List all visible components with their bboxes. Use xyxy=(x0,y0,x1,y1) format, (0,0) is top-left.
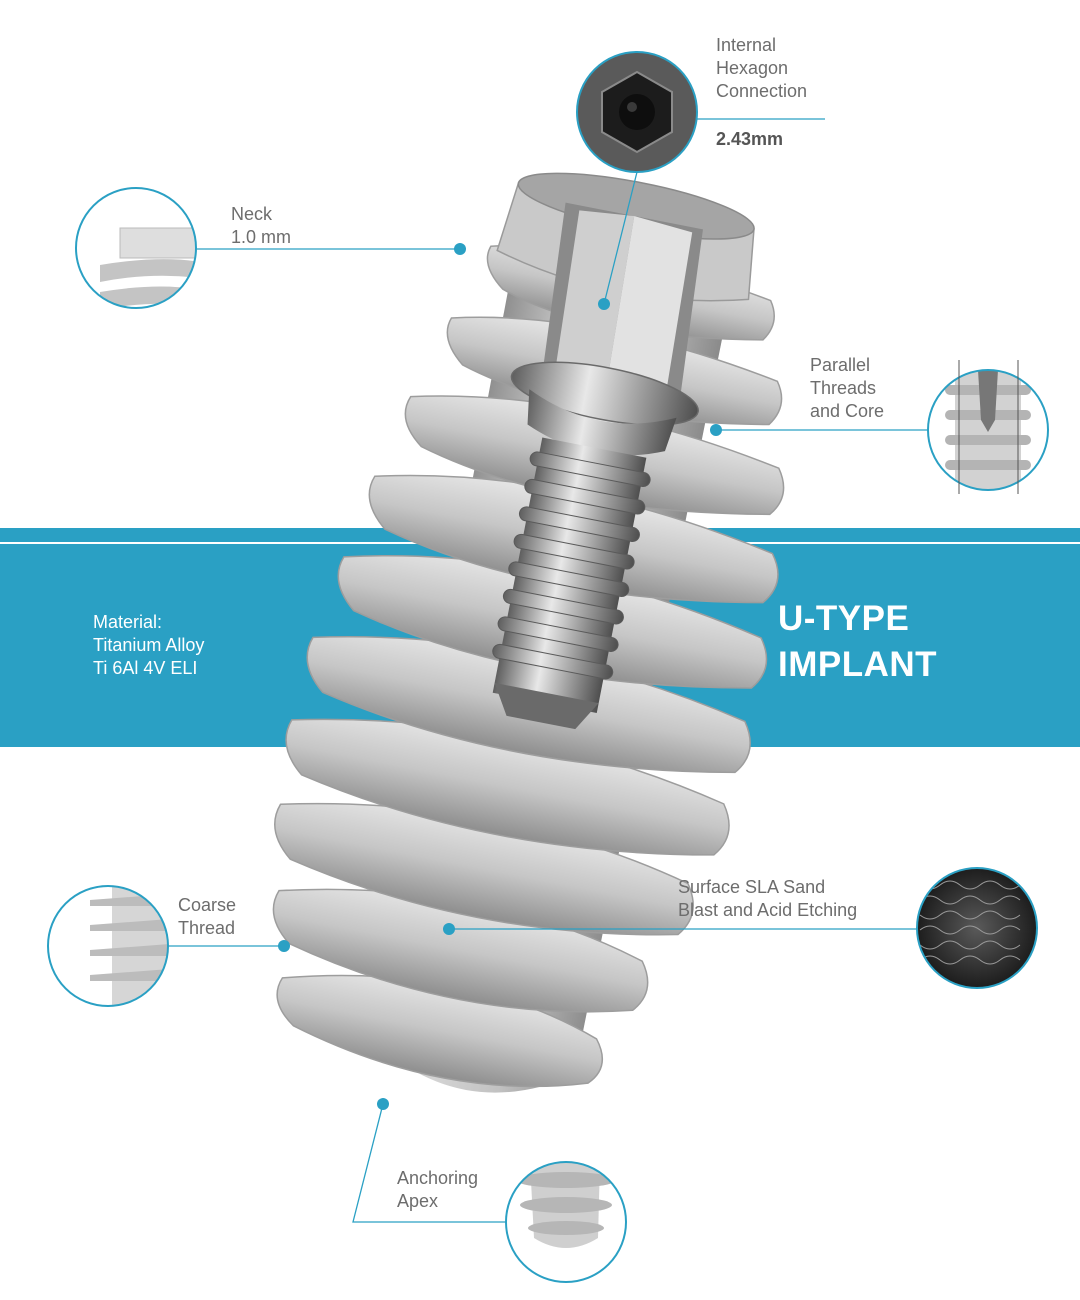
parallel-threads-label: Parallel Threads and Core xyxy=(810,354,884,423)
neck-label-line1: Neck xyxy=(231,204,273,224)
neck-label: Neck 1.0 mm xyxy=(231,203,291,249)
hexagon-size-value: 2.43mm xyxy=(716,129,784,149)
surface-label-line1: Surface SLA Sand xyxy=(678,877,826,897)
apex-label-line2: Apex xyxy=(397,1191,439,1211)
material-line1: Material: xyxy=(93,612,163,632)
neck-label-line2: 1.0 mm xyxy=(231,227,292,247)
parallel-label-line1: Parallel xyxy=(810,355,871,375)
surface-label-line2: Blast and Acid Etching xyxy=(678,900,858,920)
hexagon-connection-label: Internal Hexagon Connection xyxy=(716,34,807,103)
surface-texture-detail xyxy=(916,867,1038,989)
parallel-detail xyxy=(927,360,1049,494)
anchoring-apex-label: Anchoring Apex xyxy=(397,1167,478,1213)
apex-detail xyxy=(505,1161,627,1283)
coarse-label-line2: Thread xyxy=(178,918,236,938)
coarse-detail xyxy=(47,885,169,1007)
parallel-label-line2: Threads xyxy=(810,378,877,398)
implant-body xyxy=(272,172,785,1093)
parallel-label-line3: and Core xyxy=(810,401,885,421)
hexagon-label-line2: Hexagon xyxy=(716,58,789,78)
material-line3: Ti 6Al 4V ELI xyxy=(93,658,198,678)
hexagon-label-line3: Connection xyxy=(716,81,808,101)
neck-detail xyxy=(75,187,197,309)
coarse-thread-label: Coarse Thread xyxy=(178,894,236,940)
material-line2: Titanium Alloy xyxy=(93,635,205,655)
coarse-label-line1: Coarse xyxy=(178,895,237,915)
material-label: Material: Titanium Alloy Ti 6Al 4V ELI xyxy=(93,611,204,680)
product-title: U-TYPE IMPLANT xyxy=(778,596,937,688)
hexagon-label-line1: Internal xyxy=(716,35,777,55)
hexagon-detail xyxy=(576,51,698,173)
apex-label-line1: Anchoring xyxy=(397,1168,479,1188)
title-line2: IMPLANT xyxy=(778,645,938,684)
surface-label: Surface SLA Sand Blast and Acid Etching xyxy=(678,876,857,922)
title-line1: U-TYPE xyxy=(778,599,910,638)
